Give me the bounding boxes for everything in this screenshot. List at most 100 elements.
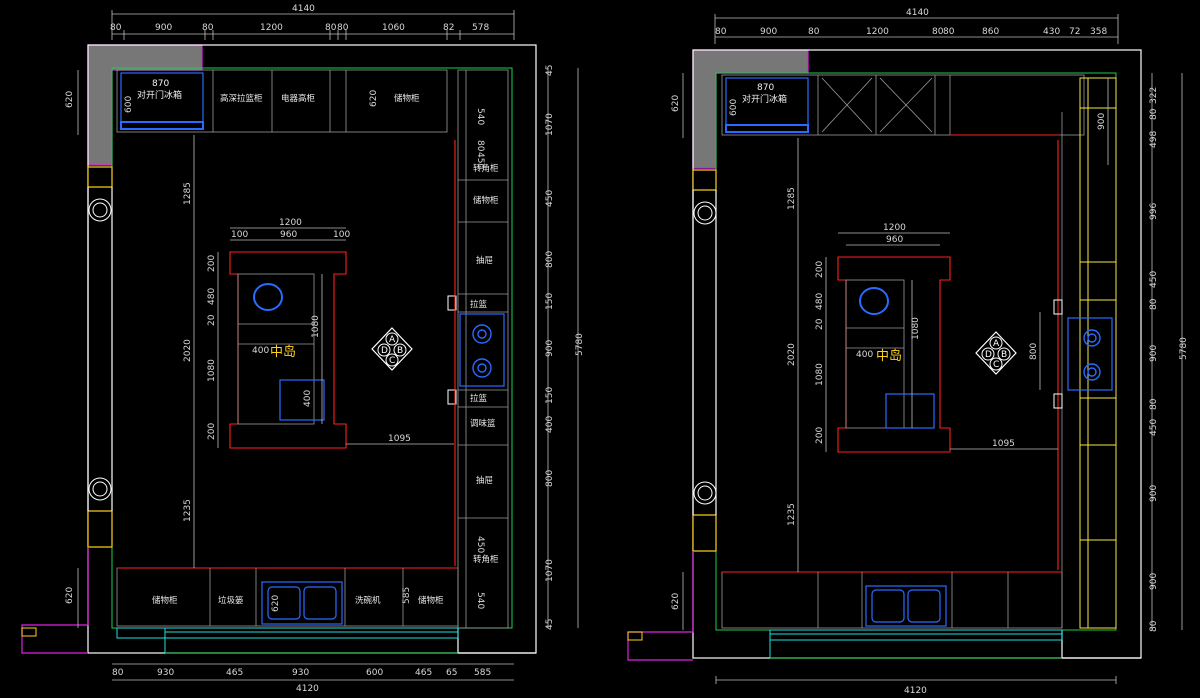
dim: 100 — [333, 230, 350, 240]
dim: 80 — [337, 23, 349, 33]
dim: 1200 — [279, 218, 302, 228]
label-trash: 垃圾篓 — [218, 595, 244, 606]
right-top-dimensions: 4140 80 900 80 1200 80 80 860 430 72 358 — [714, 8, 1119, 44]
dim: 900 — [1149, 345, 1159, 362]
fridge-width: 870 — [757, 83, 774, 93]
dim: 1095 — [992, 439, 1015, 449]
compass-c: C — [993, 360, 999, 370]
dim: 80 — [808, 27, 820, 37]
dim: 1095 — [388, 434, 411, 444]
dim: 450 — [475, 152, 485, 169]
label-pantry-basket: 高深拉篮柜 — [220, 93, 263, 104]
label-storage: 储物柜 — [418, 595, 444, 606]
dim: 1070 — [545, 559, 555, 582]
dim: 80 — [1149, 620, 1159, 632]
left-left-dimensions: 620 1285 2020 1235 620 — [65, 70, 195, 628]
dim: 620 — [65, 91, 75, 108]
label-appliance-tall: 电器高柜 — [281, 93, 316, 104]
left-bottom-dimensions: 80 930 465 930 600 465 65 585 4120 — [112, 663, 514, 694]
left-bottom-cabinets: 储物柜 垃圾篓 洗碗机 储物柜 585 620 — [116, 567, 459, 654]
label-drawer: 抽屉 — [476, 475, 493, 486]
dim: 400 — [545, 416, 555, 433]
island-label: 中岛 — [876, 348, 902, 364]
dim: 465 — [226, 668, 243, 678]
dim: 80 — [325, 23, 337, 33]
dim: 80 — [475, 140, 485, 152]
left-island: 中岛 1200 100 960 100 200 480 20 1080 200 … — [207, 218, 454, 449]
dim: 600 — [366, 668, 383, 678]
dim: 1235 — [183, 499, 193, 522]
dim: 1060 — [382, 23, 405, 33]
right-top-total: 4140 — [906, 8, 929, 18]
dim: 65 — [446, 668, 457, 678]
dim: 480 — [207, 288, 217, 305]
dim: 585 — [402, 587, 412, 604]
dim: 400 — [252, 346, 269, 356]
label-storage: 储物柜 — [394, 93, 420, 104]
dim: 498 — [1149, 131, 1159, 148]
label-corner: 转角柜 — [473, 554, 499, 565]
dim: 80 — [202, 23, 214, 33]
dim: 2020 — [787, 343, 797, 366]
island-label: 中岛 — [270, 344, 296, 360]
dim: 20 — [815, 318, 825, 330]
dim: 930 — [157, 668, 174, 678]
dim: 540 — [475, 108, 485, 125]
compass-d: D — [381, 346, 388, 356]
dim: 20 — [207, 314, 217, 326]
dim: 80 — [112, 668, 124, 678]
compass-d: D — [985, 350, 992, 360]
dim: 200 — [207, 423, 217, 440]
dim: 400 — [856, 350, 873, 360]
label-basket: 拉篮 — [470, 393, 488, 404]
dim: 465 — [415, 668, 432, 678]
fridge-label: 对开门冰箱 — [742, 93, 787, 105]
dim: 5780 — [1179, 337, 1189, 360]
fridge-width: 870 — [152, 79, 169, 89]
fridge-label: 对开门冰箱 — [137, 89, 182, 101]
dim: 1080 — [815, 363, 825, 386]
dim: 900 — [760, 27, 777, 37]
dim: 100 — [231, 230, 248, 240]
dim: 400 — [303, 390, 313, 407]
right-plan: 4140 80 900 80 1200 80 80 860 430 72 358 — [627, 8, 1189, 696]
dim: 322 — [1149, 87, 1159, 104]
right-upper-cabinets: 870 对开门冰箱 600 — [721, 74, 1085, 136]
dim: 960 — [886, 235, 903, 245]
dim: 620 — [65, 587, 75, 604]
right-right-dimensions: 5780 322 80 498 996 450 80 900 80 450 90… — [1149, 73, 1189, 632]
label-corner: 转角柜 — [473, 163, 499, 174]
left-bottom-total: 4120 — [296, 684, 319, 694]
dim: 900 — [545, 340, 555, 357]
dim: 5780 — [575, 333, 585, 356]
dim: 80 — [932, 27, 944, 37]
compass-a: A — [993, 339, 1000, 349]
dim: 540 — [475, 592, 485, 609]
dim: 45 — [545, 619, 555, 630]
dim: 2020 — [183, 339, 193, 362]
left-right-cabinets: 转角柜 储物柜 抽屉 拉篮 拉篮 调味篮 抽屉 转角柜 540 80 450 4… — [447, 69, 509, 629]
dim: 150 — [545, 293, 555, 310]
dim: 1200 — [866, 27, 889, 37]
dim: 620 — [671, 95, 681, 112]
dim: 1080 — [207, 359, 217, 382]
dim: 80 — [110, 23, 122, 33]
dim: 450 — [1149, 419, 1159, 436]
dim: 200 — [207, 255, 217, 272]
dim: 620 — [271, 595, 281, 612]
label-storage: 储物柜 — [152, 595, 178, 606]
dim: 585 — [474, 668, 491, 678]
right-bottom-dimensions: 4120 — [715, 676, 1117, 696]
dim: 800 — [545, 251, 555, 268]
dim: 960 — [280, 230, 297, 240]
dim: 80 — [715, 27, 727, 37]
dim: 860 — [982, 27, 999, 37]
left-right-dimensions: 5780 45 1070 450 800 150 900 150 400 800… — [545, 65, 585, 630]
dim: 900 — [1149, 573, 1159, 590]
dim: 578 — [472, 23, 489, 33]
dim: 996 — [1149, 203, 1159, 220]
dim: 200 — [815, 261, 825, 278]
left-top-total: 4140 — [292, 4, 315, 14]
dim: 480 — [815, 293, 825, 310]
left-compass-icon: A B C D — [371, 327, 413, 371]
